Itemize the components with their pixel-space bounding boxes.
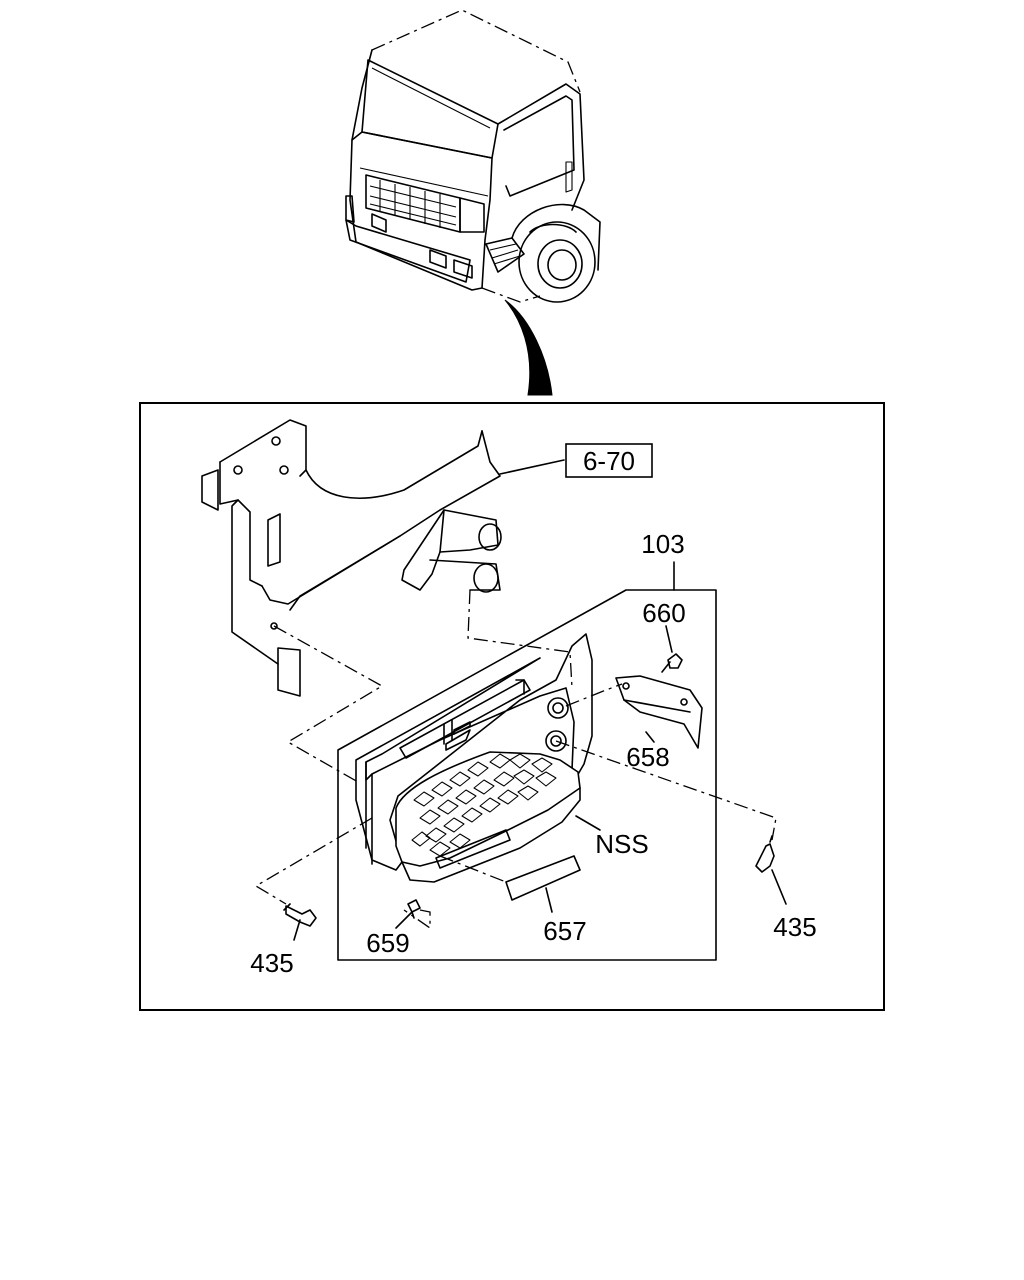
grille bbox=[365, 174, 461, 233]
screw-435-right bbox=[755, 835, 775, 873]
assembly-103-outline bbox=[337, 589, 717, 961]
label-657: 657 bbox=[543, 916, 586, 946]
screw-435-left bbox=[283, 903, 317, 927]
chassis-bracket bbox=[201, 419, 502, 697]
bracket-658 bbox=[615, 675, 703, 749]
label-660: 660 bbox=[642, 598, 685, 628]
step-assembly bbox=[355, 633, 593, 883]
label-6-70: 6-70 bbox=[583, 446, 635, 476]
ref-box-6-70 bbox=[565, 443, 653, 478]
truck-cab-illustration bbox=[345, 9, 601, 303]
assembly-lines bbox=[254, 589, 777, 930]
clip-659 bbox=[407, 899, 421, 919]
front-wheel bbox=[518, 221, 596, 303]
label-659: 659 bbox=[366, 928, 409, 958]
label-nss: NSS bbox=[595, 829, 648, 859]
reflector-657 bbox=[505, 855, 581, 901]
leader-lines bbox=[293, 459, 787, 941]
label-435-right: 435 bbox=[773, 912, 816, 942]
bolt-660 bbox=[661, 653, 683, 673]
callout-arrow bbox=[504, 299, 553, 396]
label-658: 658 bbox=[626, 742, 669, 772]
label-435-left: 435 bbox=[250, 948, 293, 978]
detail-frame bbox=[139, 402, 885, 1011]
tread-grid bbox=[411, 753, 557, 857]
label-103: 103 bbox=[641, 529, 684, 559]
